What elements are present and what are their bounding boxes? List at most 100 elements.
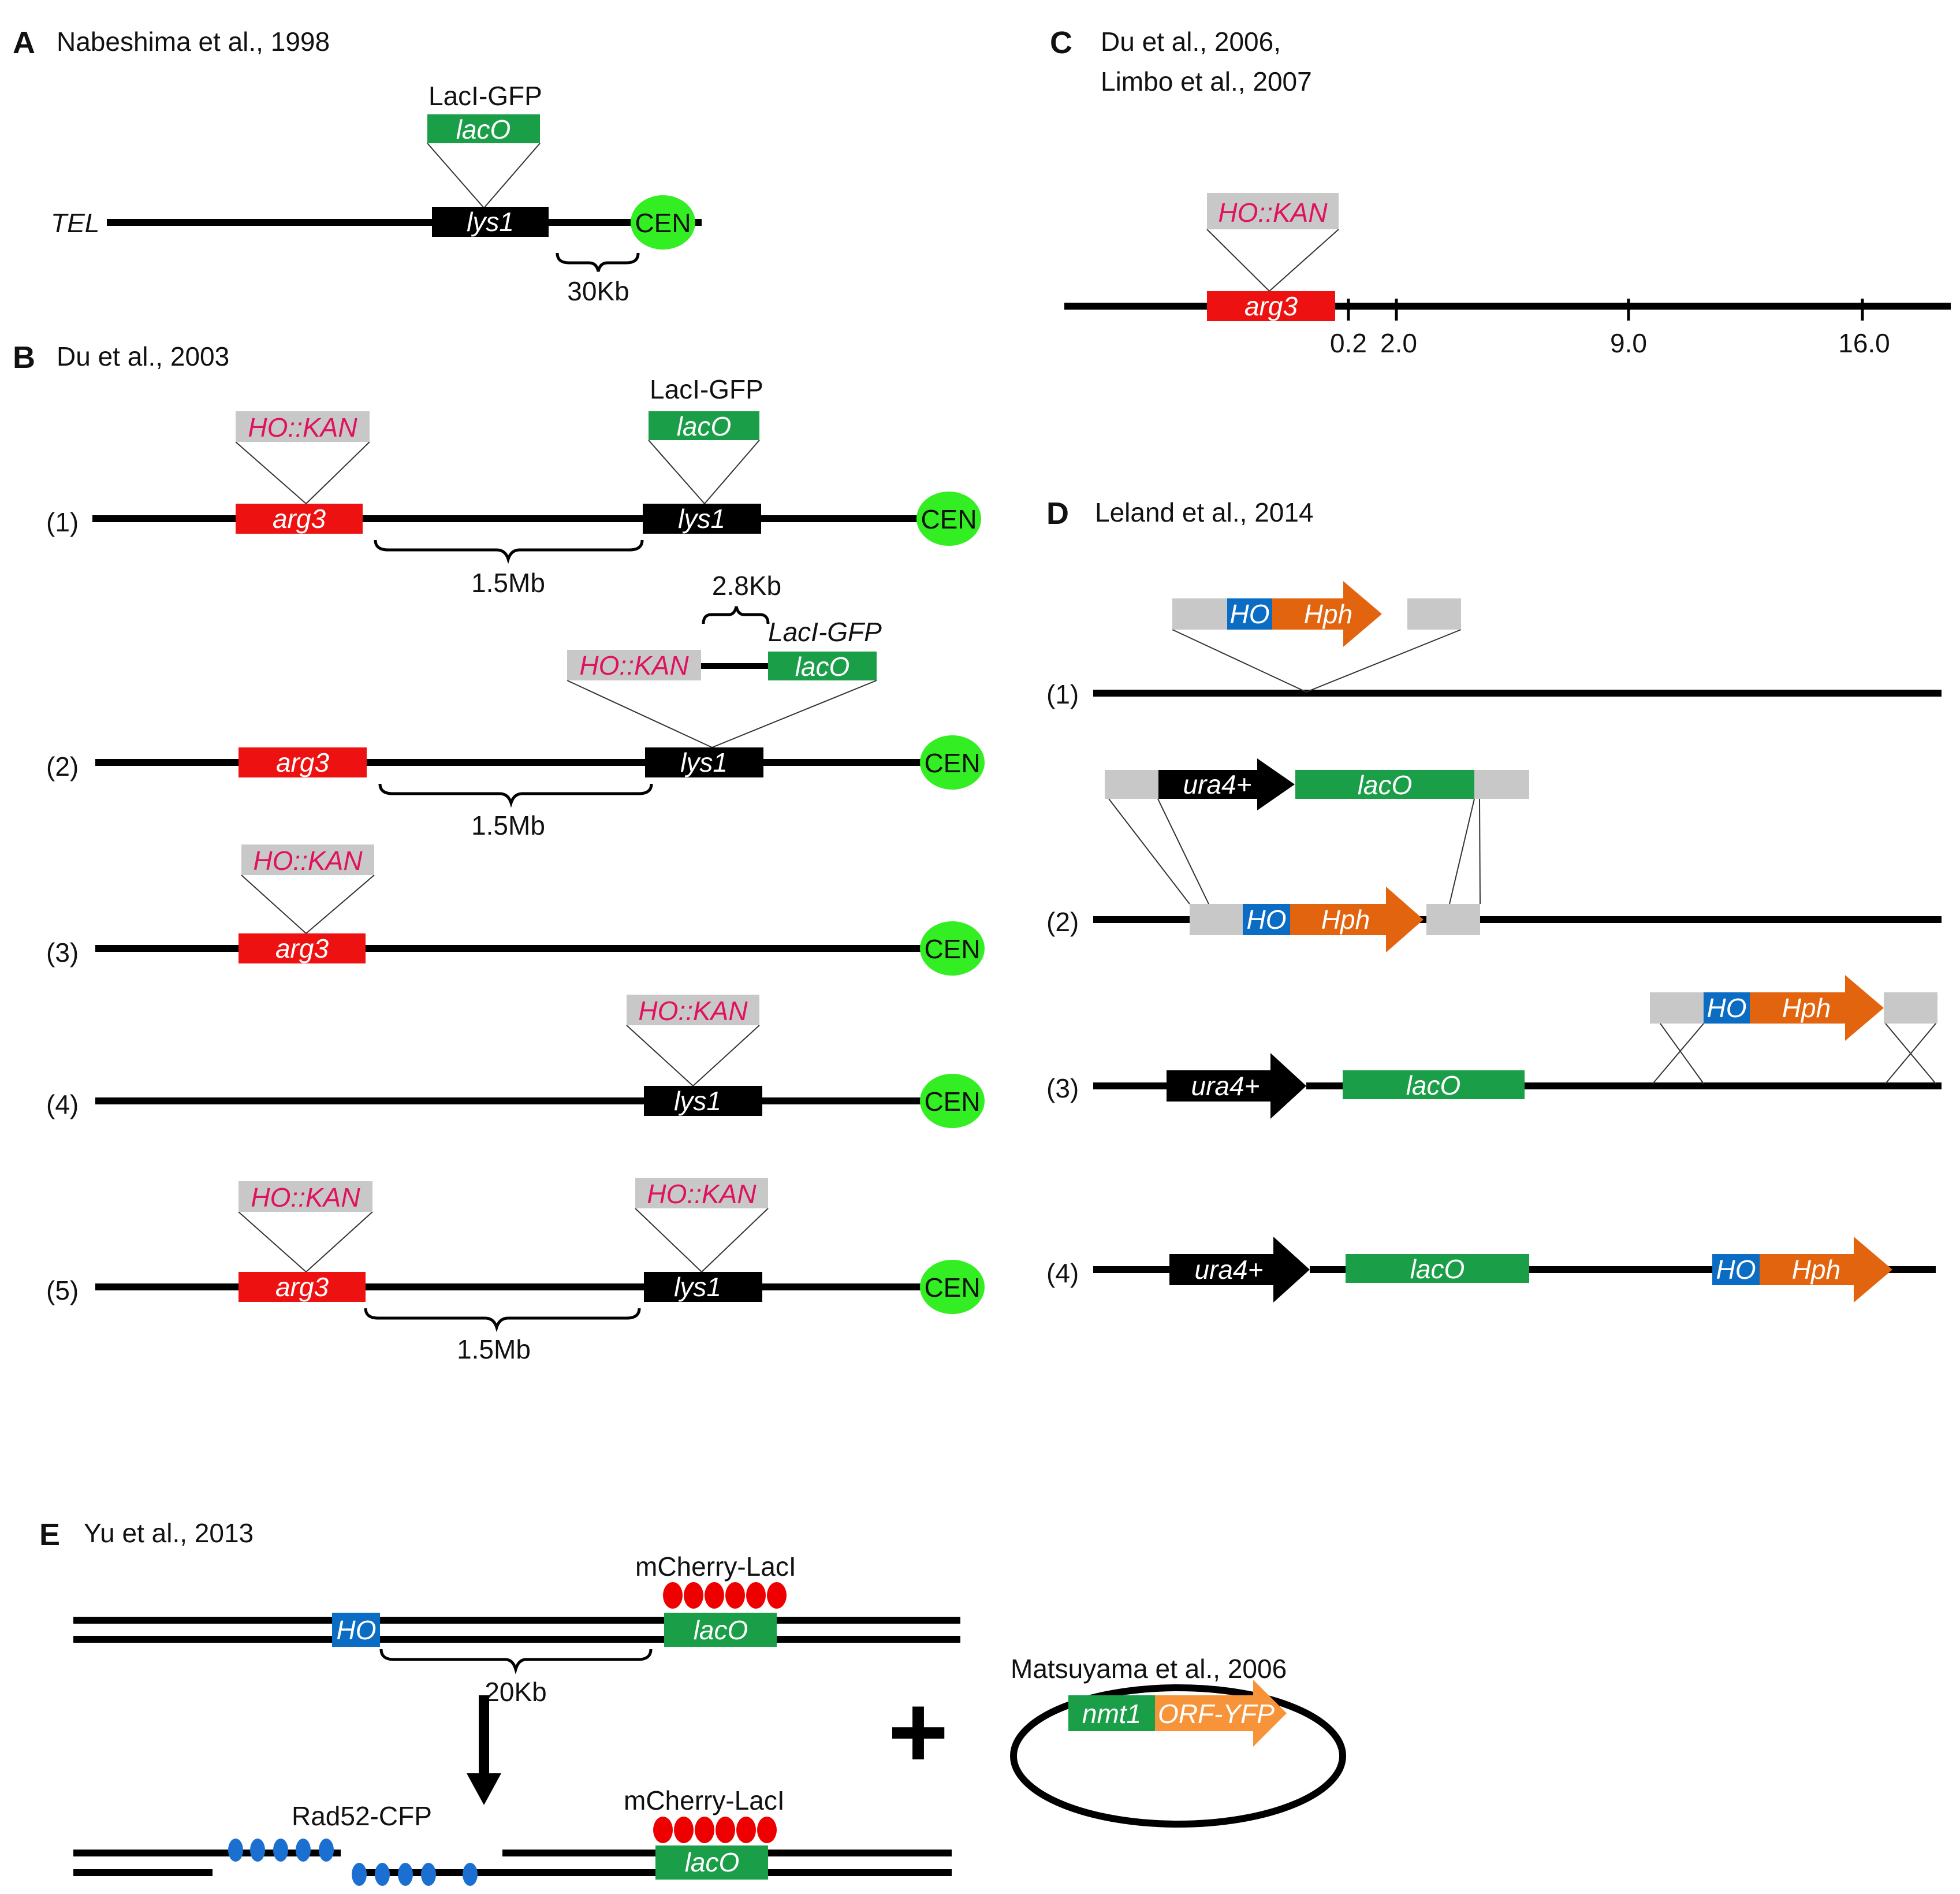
panel-d-row-4: (4) ura4+ lacO HO Hph — [1046, 1237, 1936, 1303]
panel-a-letter: A — [13, 25, 35, 60]
hph-arrow — [1760, 1237, 1892, 1303]
rad52-cfp-foci-top — [228, 1839, 334, 1862]
arg3-label: arg3 — [275, 1272, 329, 1302]
centromere — [916, 492, 981, 546]
panel-b: B Du et al., 2003 (1) HO::KAN arg3 LacI-… — [13, 340, 985, 1364]
laco-label: lacO — [694, 1615, 748, 1645]
panel-b-row-label: (1) — [46, 507, 79, 537]
hokan-box — [635, 1178, 768, 1208]
hokan-label: HO::KAN — [638, 996, 748, 1026]
lys1-box — [643, 504, 761, 534]
centromere — [920, 921, 985, 976]
panel-a-laco-label: lacO — [456, 114, 511, 144]
distance-label: 1.5Mb — [457, 1334, 531, 1364]
brace — [374, 539, 644, 564]
laco-label: lacO — [685, 1847, 740, 1877]
panel-c-citation-2: Limbo et al., 2007 — [1101, 66, 1312, 96]
panel-c-hokan-box — [1207, 193, 1339, 229]
arg3-label: arg3 — [276, 747, 329, 777]
panel-d-row-label: (2) — [1046, 907, 1079, 937]
flank-box — [1474, 770, 1529, 799]
rad52-cfp-foci-bottom — [352, 1863, 478, 1886]
hph-label: Hph — [1321, 905, 1370, 935]
arg3-label: arg3 — [273, 504, 326, 534]
panel-a-brace — [556, 252, 640, 272]
flank-box — [1650, 992, 1704, 1024]
mcherry-laci-label: mCherry-LacI — [624, 1785, 785, 1815]
panel-a-laco-box — [427, 114, 540, 143]
ho-box — [1704, 992, 1750, 1024]
ura4-arrow — [1169, 1237, 1310, 1303]
lys1-label: lys1 — [674, 1086, 721, 1116]
panel-d-citation: Leland et al., 2014 — [1095, 497, 1314, 527]
laco-label: lacO — [1358, 770, 1413, 800]
distance-label: 20Kb — [485, 1677, 546, 1707]
panel-d-row-label: (3) — [1046, 1073, 1079, 1103]
panel-b-citation: Du et al., 2003 — [57, 341, 229, 371]
down-arrow-head — [467, 1773, 501, 1805]
ho-label: HO — [337, 1615, 377, 1645]
brace — [378, 783, 653, 808]
panel-d-row-label: (4) — [1046, 1258, 1079, 1288]
tick-label: 9.0 — [1610, 328, 1647, 358]
tick-label: 2.0 — [1380, 328, 1417, 358]
panel-b-row-5: (5) HO::KAN arg3 HO::KAN lys1 CEN 1.5Mb — [46, 1178, 985, 1364]
mcherry-laci-foci — [653, 1817, 777, 1843]
panel-c-citation-1: Du et al., 2006, — [1101, 27, 1281, 57]
panel-b-row-2: (2) arg3 HO::KAN lacO LacI-GFP 2.8Kb lys… — [46, 571, 985, 840]
flank-box — [1884, 992, 1937, 1024]
panel-b-row-label: (4) — [46, 1089, 79, 1119]
panel-e-letter: E — [39, 1517, 60, 1552]
hokan-box — [239, 1181, 372, 1212]
panel-b-row-label: (3) — [46, 937, 79, 968]
distance-label-small: 2.8Kb — [712, 571, 781, 601]
brace — [379, 1649, 653, 1675]
cen-label: CEN — [924, 748, 980, 778]
panel-a-citation: Nabeshima et al., 1998 — [57, 27, 330, 57]
laco-box — [1343, 1070, 1525, 1099]
nmt1-box — [1068, 1695, 1155, 1731]
ura4-label: ura4+ — [1195, 1255, 1264, 1285]
panel-b-row-4: (4) HO::KAN lys1 CEN — [46, 995, 985, 1128]
laci-label: LacI-GFP — [768, 617, 882, 647]
laco-box — [768, 652, 877, 680]
centromere — [920, 1260, 985, 1314]
laci-label: LacI-GFP — [650, 374, 763, 404]
laco-label: lacO — [1410, 1254, 1465, 1284]
ho-box — [1243, 904, 1290, 935]
ho-label: HO — [1707, 993, 1747, 1023]
orf-yfp-arrow — [1155, 1680, 1287, 1747]
panel-a-distance: 30Kb — [567, 276, 629, 306]
ho-label: HO — [1716, 1255, 1756, 1285]
arg3-box — [239, 933, 366, 963]
panel-b-row-label: (2) — [46, 751, 79, 782]
brace — [702, 606, 770, 624]
ura4-arrow — [1158, 758, 1295, 810]
hph-arrow — [1272, 581, 1382, 647]
panel-b-row-label: (5) — [46, 1275, 79, 1305]
lys1-box — [644, 1272, 762, 1302]
hph-label: Hph — [1792, 1255, 1840, 1285]
cen-label: CEN — [924, 1086, 980, 1117]
panel-a-laci-label: LacI-GFP — [428, 81, 542, 111]
ura4-label: ura4+ — [1191, 1071, 1260, 1101]
panel-b-letter: B — [13, 340, 35, 375]
distance-label: 1.5Mb — [471, 810, 545, 840]
panel-d-row-3: (3) ura4+ lacO HO Hph — [1046, 975, 1942, 1119]
laco-box — [664, 1613, 777, 1647]
panel-b-row-1: (1) HO::KAN arg3 LacI-GFP lacO lys1 CEN … — [46, 374, 981, 598]
rad52-cfp-label: Rad52-CFP — [292, 1801, 432, 1831]
hokan-box — [627, 995, 759, 1025]
panel-e: E Yu et al., 2013 HO lacO mCherry-LacI 2… — [39, 1517, 1346, 1886]
panel-d: D Leland et al., 2014 (1) HO Hph (2) ura… — [1046, 496, 1942, 1303]
matsuyama-citation: Matsuyama et al., 2006 — [1011, 1654, 1287, 1684]
panel-d-row-label: (1) — [1046, 679, 1079, 709]
ura4-label: ura4+ — [1183, 769, 1252, 799]
hph-label: Hph — [1304, 599, 1352, 629]
laco-box — [649, 411, 759, 440]
hokan-box — [241, 844, 374, 875]
laco-box — [1346, 1254, 1529, 1283]
centromere — [920, 1074, 985, 1128]
panel-c-letter: C — [1050, 25, 1072, 60]
hokan-label: HO::KAN — [248, 412, 357, 442]
